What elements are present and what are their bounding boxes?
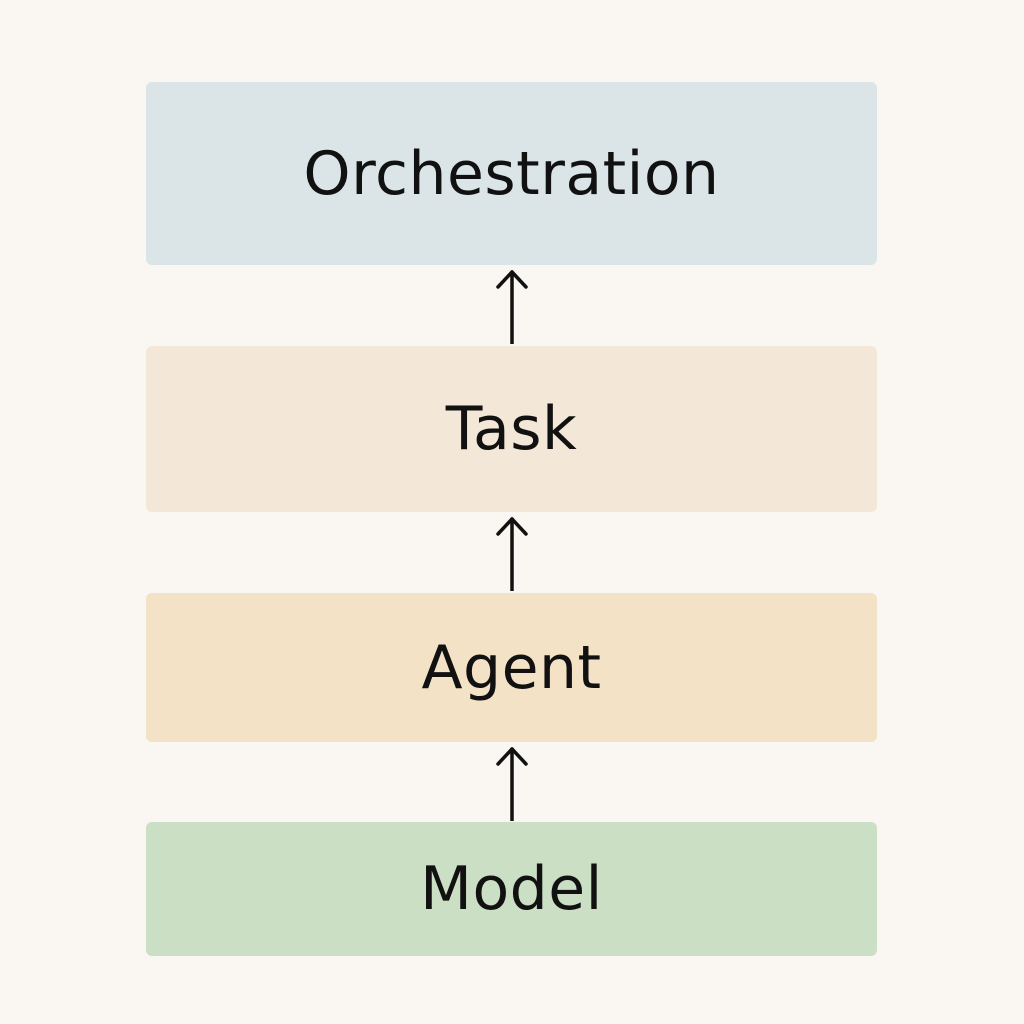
model-layer-label: Model [420, 854, 603, 924]
orchestration-layer-label: Orchestration [303, 138, 720, 209]
model-layer-box: Model [146, 822, 877, 956]
agent-layer-box: Agent [146, 593, 877, 742]
task-layer-box: Task [146, 346, 877, 512]
up-arrow-icon [496, 270, 528, 344]
task-layer-label: Task [445, 394, 578, 464]
up-arrow-icon [496, 517, 528, 591]
up-arrow-icon [496, 747, 528, 821]
orchestration-layer-box: Orchestration [146, 82, 877, 265]
agent-layer-label: Agent [421, 632, 602, 703]
